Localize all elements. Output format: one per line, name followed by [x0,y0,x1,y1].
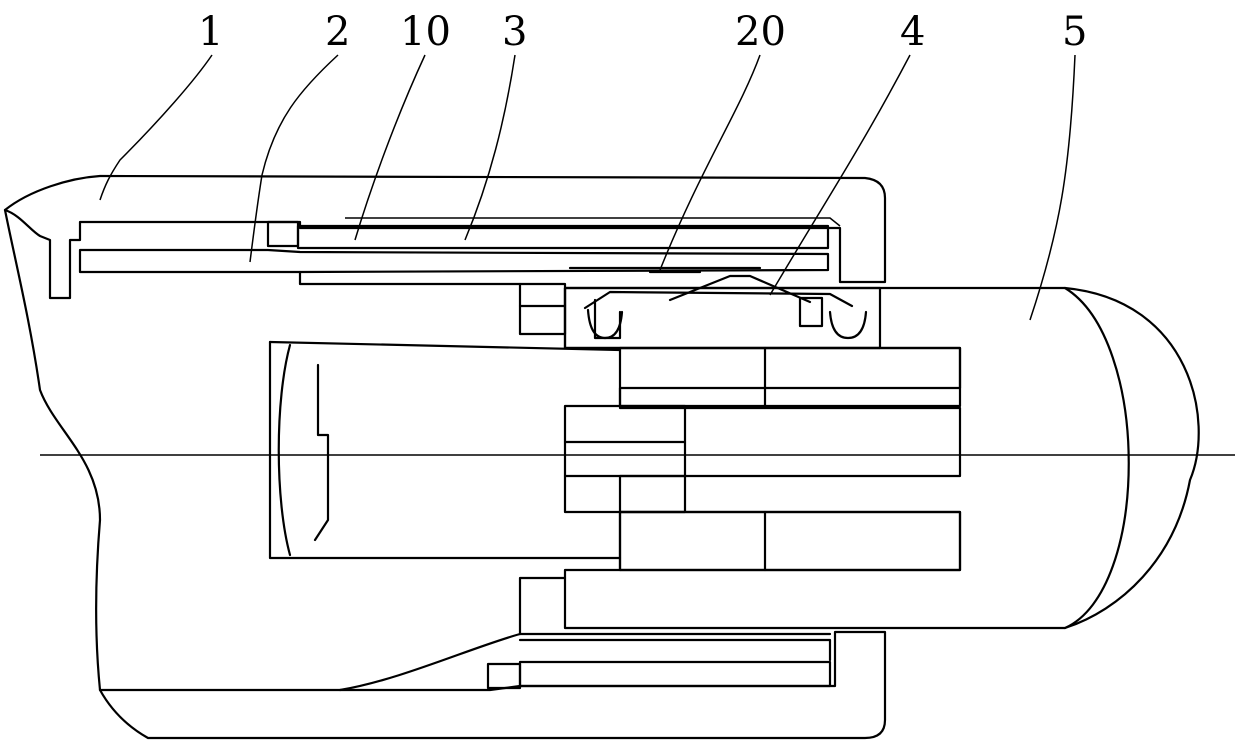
element-part-3-bottom [340,578,830,690]
label-1: 1 [198,9,223,55]
plug-part-5 [565,288,1199,628]
label-2: 2 [325,9,350,55]
bore-part-10 [270,284,620,558]
plug-rim-top [565,288,880,348]
break-line [5,210,100,690]
label-3: 3 [502,9,527,55]
housing-part-1 [5,176,885,298]
label-10: 10 [400,9,451,55]
label-20: 20 [735,9,786,55]
contact-spring-part-4 [585,276,866,338]
label-4: 4 [900,9,925,55]
label-5: 5 [1062,9,1087,55]
leader-lines [100,55,1075,320]
part-labels: 1 2 10 3 20 4 5 [198,9,1087,55]
